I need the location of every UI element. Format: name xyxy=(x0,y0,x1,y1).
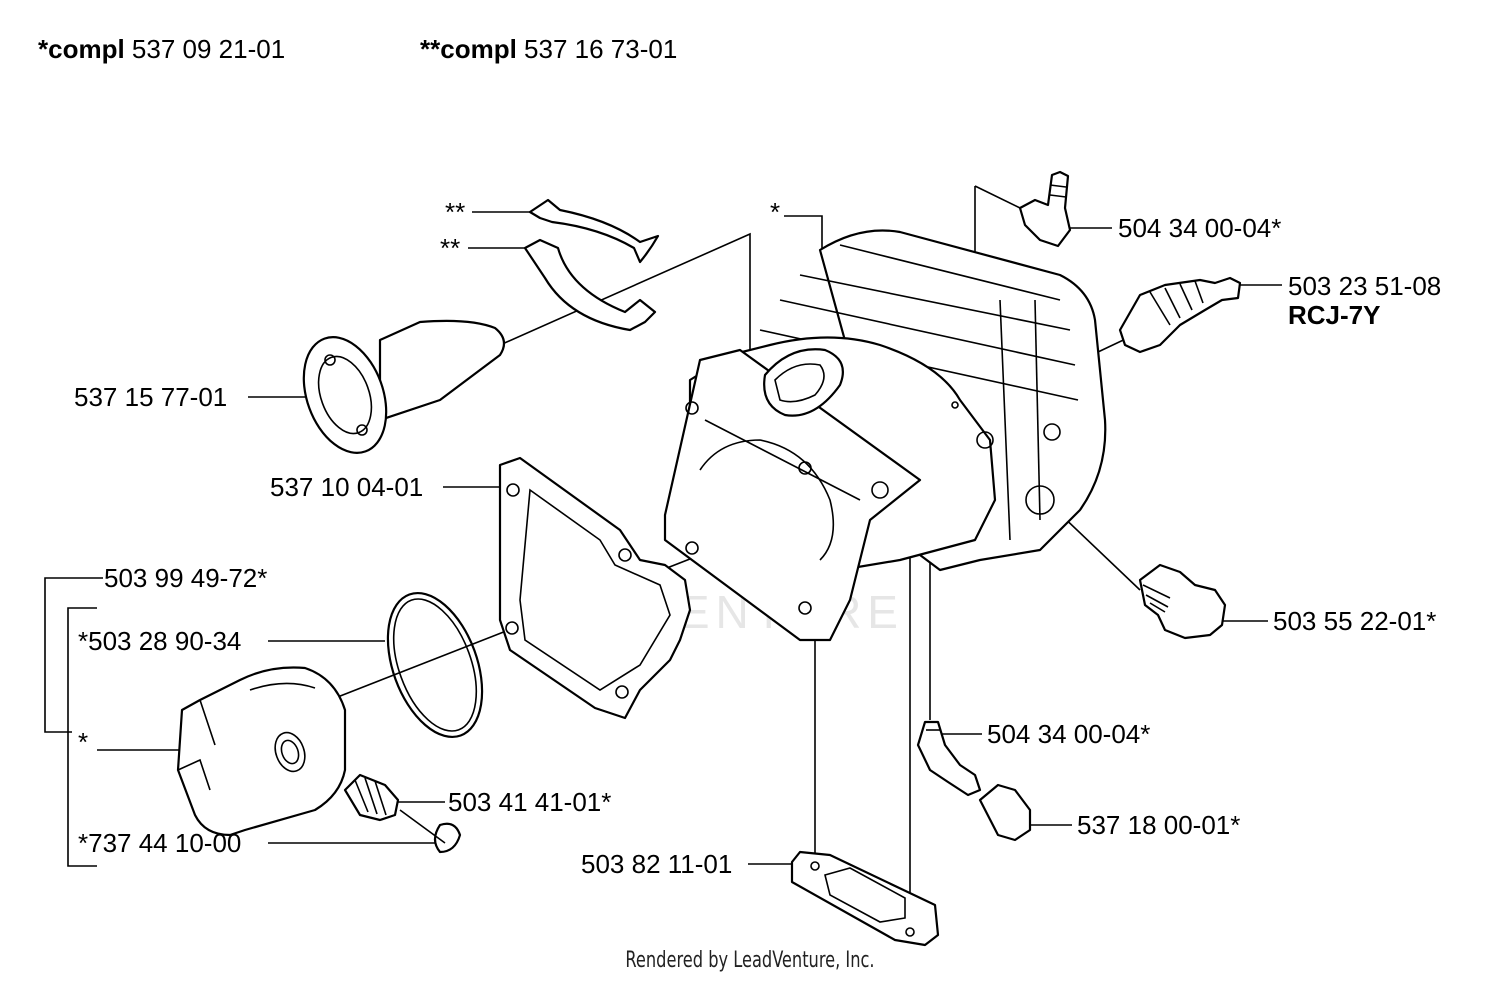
fitting-top xyxy=(1018,170,1072,248)
cylinder-gasket xyxy=(498,456,692,720)
label-cap: 537 18 00-01* xyxy=(1077,810,1241,840)
label-intake: 537 15 77-01 xyxy=(74,382,228,412)
circlip xyxy=(433,822,462,854)
cylinder xyxy=(663,229,1107,642)
label-clamp-upper: ** xyxy=(445,197,466,227)
label-cylinder: * xyxy=(770,197,781,227)
label-piston-kit: 503 99 49-72* xyxy=(104,563,268,593)
assembly-note-2: **compl 537 16 73-01 xyxy=(420,34,678,64)
piston xyxy=(176,666,347,837)
label-spark-plug: 503 23 51-08 xyxy=(1288,271,1442,301)
label-ring: *503 28 90-34 xyxy=(78,626,242,656)
label-spark-plug-type: RCJ-7Y xyxy=(1288,300,1381,330)
fitting-bottom xyxy=(916,720,982,797)
clamp-lower xyxy=(523,238,657,332)
label-fitting-top: 504 34 00-04* xyxy=(1118,213,1282,243)
label-plug-screw: 503 55 22-01* xyxy=(1273,606,1437,636)
label-piston: * xyxy=(78,727,89,757)
clamp-upper xyxy=(528,198,660,264)
footer-credit: Rendered by LeadVenture, Inc. xyxy=(625,948,875,973)
base-gasket xyxy=(790,850,940,947)
intake-manifold xyxy=(302,319,506,454)
label-gasket: 537 10 04-01 xyxy=(270,472,424,502)
needle-bearing xyxy=(343,773,400,822)
spark-plug xyxy=(1118,276,1242,354)
label-bearing: 503 41 41-01* xyxy=(448,787,612,817)
label-base-gasket: 503 82 11-01 xyxy=(581,849,733,879)
impulse-cap xyxy=(978,783,1032,842)
label-fitting-bottom: 504 34 00-04* xyxy=(987,719,1151,749)
piston-ring xyxy=(386,591,484,739)
plug-screw xyxy=(1138,563,1227,640)
label-clamp-lower: ** xyxy=(440,233,461,263)
assembly-note-1: *compl 537 09 21-01 xyxy=(38,34,286,64)
label-circlip: *737 44 10-00 xyxy=(78,828,242,858)
